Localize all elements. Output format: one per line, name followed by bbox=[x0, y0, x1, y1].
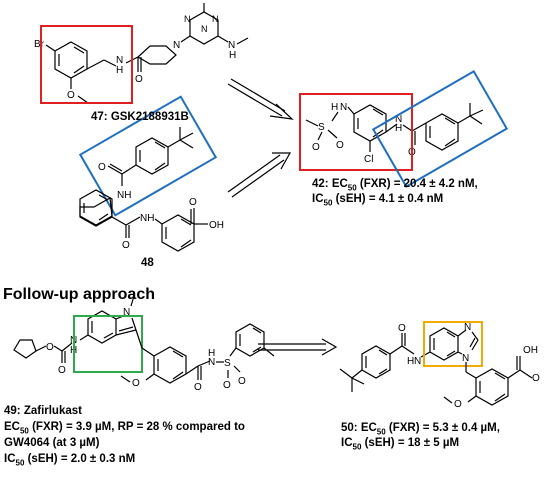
nh-42: N bbox=[395, 114, 402, 125]
nh-h-47: H bbox=[229, 50, 236, 61]
molecule-48: O NH O NH O OH bbox=[78, 95, 224, 252]
bromine-label: Br bbox=[34, 39, 45, 50]
sulfur-49: S bbox=[224, 358, 231, 369]
molecule-47: Br O H N O N N N N N H bbox=[34, 3, 249, 104]
carbonyl-o-49: O bbox=[194, 382, 202, 393]
acid-o-48: O bbox=[189, 197, 197, 208]
carbonyl-o-50: O bbox=[398, 323, 406, 334]
compound-49-line4: IC50 (sEH) = 2.0 ± 0.3 nM bbox=[4, 453, 136, 468]
compound-42-line2: IC50 (sEH) = 4.1 ± 0.4 nM bbox=[312, 193, 444, 208]
amide-h-50: H bbox=[407, 356, 414, 367]
compound-47-label: 47: GSK2188931B bbox=[91, 111, 189, 123]
compound-50-line2: IC50 (sEH) = 18 ± 5 µM bbox=[341, 437, 460, 452]
section-title: Follow-up approach bbox=[3, 286, 155, 303]
blue-highlight-box-42 bbox=[371, 70, 509, 188]
compound-49-line1: 49: Zafirlukast bbox=[4, 405, 82, 417]
compound-42-line1: 42: EC50 (FXR) = 20.4 ± 4.2 nM, bbox=[312, 178, 478, 193]
nh-methyl-47: N bbox=[228, 40, 235, 51]
green-highlight-box-49 bbox=[73, 315, 143, 373]
nh-48a: NH bbox=[117, 190, 131, 201]
carbamate-o-49: O bbox=[58, 365, 66, 376]
indole-n-49: N bbox=[123, 307, 130, 318]
h-42: H bbox=[395, 123, 402, 134]
molecule-42: H N S O O Cl H N O bbox=[299, 70, 509, 188]
sulfonyl-o1: O bbox=[312, 142, 320, 153]
compound-49-line3: GW4064 (at 3 µM) bbox=[4, 437, 100, 449]
nh-48b: NH bbox=[140, 213, 154, 224]
red-highlight-box-47 bbox=[40, 25, 133, 104]
oxygen-label: O bbox=[67, 90, 75, 101]
amide-n-50: N bbox=[414, 356, 421, 367]
n-42: N bbox=[340, 102, 347, 113]
orange-highlight-box-50 bbox=[423, 321, 483, 367]
merge-arrows bbox=[227, 78, 294, 198]
carbonyl-o-47: O bbox=[135, 74, 143, 85]
sulfonyl-o-49b: O bbox=[238, 376, 246, 387]
sulfonyl-o2: O bbox=[336, 140, 344, 151]
compound-48-label: 48 bbox=[141, 257, 154, 269]
ester-o-49: O bbox=[46, 342, 54, 353]
carbonyl-o-48b: O bbox=[122, 240, 130, 251]
acid-o-50: O bbox=[532, 373, 540, 384]
triazine-n2: N bbox=[184, 14, 191, 24]
triazine-n3: N bbox=[212, 14, 219, 24]
acid-oh-48: OH bbox=[209, 220, 224, 231]
hn-42: H bbox=[331, 102, 338, 113]
sulfonyl-o-49a: O bbox=[223, 380, 231, 391]
molecule-49: O O N H N O O N H bbox=[13, 295, 275, 393]
compound-50-line1: 50: EC50 (FXR) = 5.3 ± 0.4 µM, bbox=[341, 422, 500, 437]
carbonyl-o-48a: O bbox=[98, 162, 106, 173]
red-highlight-box-42 bbox=[299, 93, 413, 171]
compound-49-line2: EC50 (FXR) = 3.9 µM, RP = 28 % compared … bbox=[4, 421, 245, 436]
benzimidazole-n2: N bbox=[462, 353, 469, 364]
blue-highlight-box-48 bbox=[78, 95, 218, 217]
sulfonamide-n-49: N bbox=[208, 357, 215, 368]
methoxy-o-49: O bbox=[132, 378, 140, 389]
sulfur-42: S bbox=[318, 122, 325, 133]
acid-oh-50: OH bbox=[523, 345, 538, 356]
piperidine-n: N bbox=[173, 40, 180, 51]
benzimidazole-n1: N bbox=[464, 322, 471, 333]
followup-arrow bbox=[258, 338, 338, 356]
sulfonamide-h-49: H bbox=[208, 348, 215, 359]
triazine-n1: N bbox=[201, 24, 208, 34]
molecule-50: O H N N N O O OH bbox=[339, 321, 540, 410]
methoxy-o-50: O bbox=[454, 399, 462, 410]
amide-n-47: N bbox=[116, 55, 123, 66]
chlorine-42: Cl bbox=[364, 154, 373, 165]
amide-nh-47: H bbox=[116, 65, 123, 76]
